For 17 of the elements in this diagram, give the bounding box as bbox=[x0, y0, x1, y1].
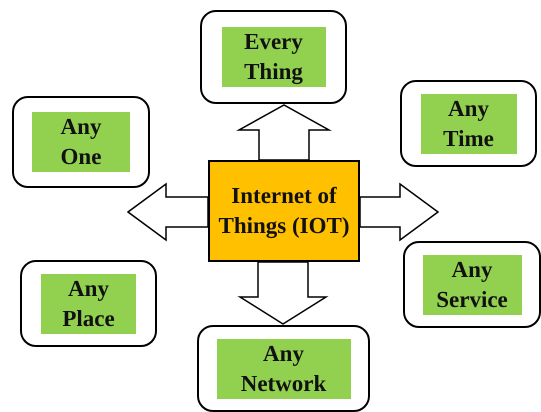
label-tag: Any One bbox=[32, 112, 130, 172]
block-arrow bbox=[236, 104, 332, 161]
label-tag: Any Time bbox=[420, 94, 516, 154]
label-tag: Any Service bbox=[422, 254, 522, 314]
label-tag: Every Thing bbox=[222, 27, 326, 87]
block-arrow bbox=[359, 182, 440, 242]
rounded-card bbox=[200, 10, 347, 104]
label-tag: Any Network bbox=[216, 338, 350, 398]
block-arrow bbox=[237, 261, 329, 325]
hub-box: Internet of Things (IOT) bbox=[208, 160, 360, 262]
rounded-card bbox=[400, 80, 537, 167]
rounded-card bbox=[403, 241, 541, 328]
block-arrow bbox=[126, 182, 209, 242]
rounded-card bbox=[197, 325, 370, 412]
rounded-card bbox=[20, 260, 157, 347]
label-tag: Any Place bbox=[41, 274, 136, 334]
rounded-card bbox=[12, 96, 150, 188]
